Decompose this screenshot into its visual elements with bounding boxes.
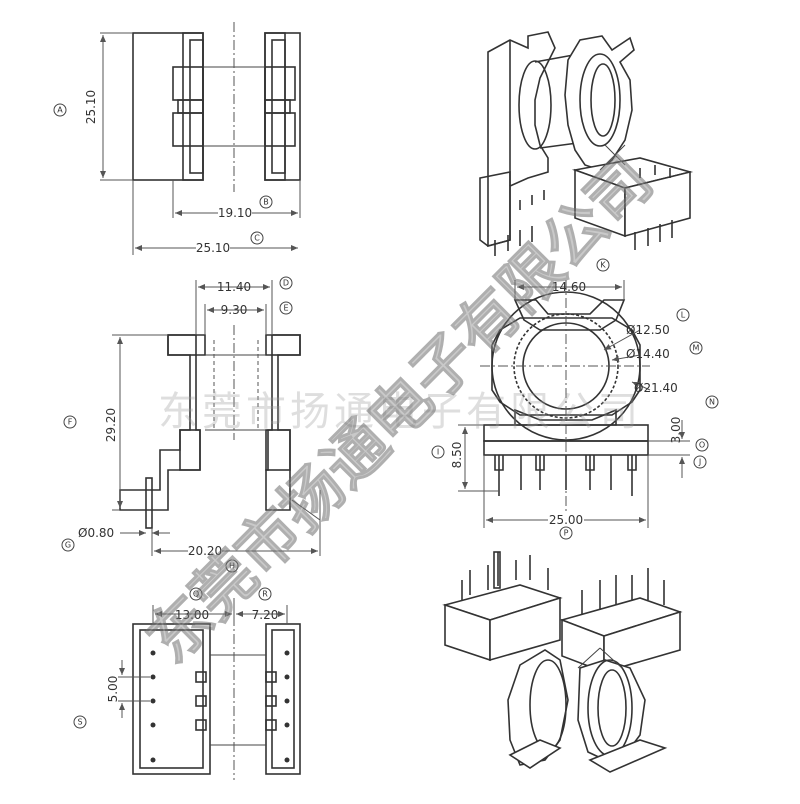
tag-e: E [283, 304, 288, 313]
tag-k: K [600, 261, 606, 270]
dim-dia-n: Ø21.40 [634, 381, 678, 395]
dim-front-top: 14.60 [552, 280, 586, 294]
dim-r-width: 7.20 [252, 608, 279, 622]
dim-q-width: 13.00 [175, 608, 209, 622]
bottom-view: 13.00 7.20 5.00 [106, 598, 301, 780]
side-view: 11.40 9.30 29.20 Ø0.80 20.20 [78, 280, 321, 558]
dim-d-width: 11.40 [217, 280, 251, 294]
top-view: 25.10 19.10 25.10 [84, 22, 301, 255]
tag-n: N [709, 398, 715, 407]
tag-c: C [254, 234, 260, 243]
tag-labels: A B C D E F G H I J K L M N O P Q R S [53, 103, 719, 729]
front-view: 14.60 Ø12.50 Ø14.40 Ø21.40 8.50 3.00 25.… [450, 280, 690, 528]
dim-i-height: 8.50 [450, 442, 464, 469]
tag-s: S [77, 718, 82, 727]
dim-top-height: 25.10 [84, 90, 98, 124]
iso-view-upper [479, 31, 694, 256]
watermark-horizontal: 东莞市扬通电子有限公司 [158, 389, 642, 435]
tag-f: F [68, 418, 73, 427]
tag-d: D [283, 279, 289, 288]
dim-j-height: 3.00 [669, 417, 683, 444]
dim-h-width: 20.20 [188, 544, 222, 558]
dim-pin-dia: Ø0.80 [78, 526, 114, 540]
tag-i: I [437, 448, 439, 457]
dim-pitch: 5.00 [106, 676, 120, 703]
tag-o: O [699, 441, 705, 450]
dim-dia-l: Ø12.50 [626, 323, 670, 337]
iso-view-lower [442, 551, 683, 773]
tag-r: R [262, 590, 268, 599]
dim-front-width: 25.00 [549, 513, 583, 527]
tag-j: J [698, 458, 701, 467]
dim-top-inner-width: 19.10 [218, 206, 252, 220]
tag-a: A [57, 106, 63, 115]
dim-dia-m: Ø14.40 [626, 347, 670, 361]
dim-f-height: 29.20 [104, 408, 118, 442]
dim-e-width: 9.30 [221, 303, 248, 317]
watermark-horizontal-text: 东莞市扬通电子有限公司 [158, 389, 642, 435]
tag-m: M [693, 344, 700, 353]
tag-b: B [263, 198, 269, 207]
tag-h: H [229, 562, 235, 571]
dim-top-overall-width: 25.10 [196, 241, 230, 255]
tag-p: P [564, 529, 569, 538]
tag-g: G [65, 541, 71, 550]
tag-q: Q [193, 590, 199, 599]
tag-l: L [681, 311, 686, 320]
